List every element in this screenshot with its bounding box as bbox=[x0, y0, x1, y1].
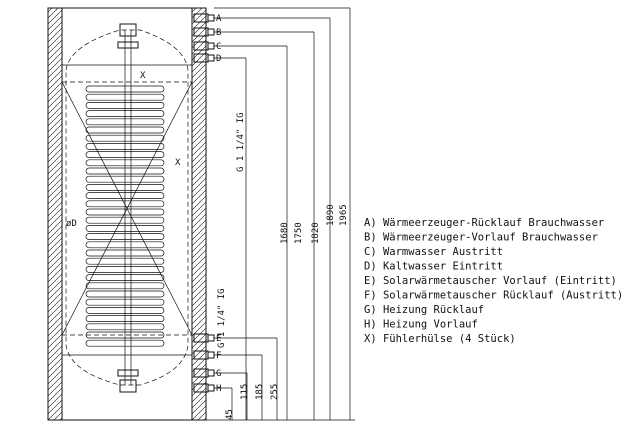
dimension-value: 1965 bbox=[339, 204, 349, 226]
legend-entry: H) Heizung Vorlauf bbox=[364, 319, 478, 331]
port-nozzle bbox=[207, 54, 215, 62]
coil-turn bbox=[85, 118, 165, 126]
port-letter: B bbox=[216, 28, 221, 38]
coil-turn bbox=[85, 290, 165, 298]
port-nozzle bbox=[207, 334, 215, 342]
legend-entry: D) Kaltwasser Eintritt bbox=[364, 261, 503, 273]
sensor-marker-x-2: X bbox=[140, 71, 146, 81]
port-nozzle bbox=[207, 42, 215, 50]
dimension-value: 255 bbox=[270, 384, 280, 400]
port-letter: D bbox=[216, 54, 221, 64]
port-letter: A bbox=[216, 14, 222, 24]
coil-turn bbox=[85, 143, 165, 150]
insulation-walls bbox=[47, 7, 207, 421]
diameter-label: øD bbox=[66, 219, 77, 229]
tank-vessel bbox=[61, 29, 193, 386]
coil-turn bbox=[85, 315, 165, 322]
port-legend: A) Wärmeerzeuger-Rücklauf BrauchwasserB)… bbox=[364, 217, 623, 345]
coil-turn bbox=[85, 85, 165, 93]
coil-turn bbox=[85, 266, 165, 273]
coil-turn bbox=[85, 323, 165, 331]
coil-turn bbox=[85, 339, 165, 347]
coil-turn bbox=[85, 241, 165, 249]
dimension-value: 1680 bbox=[280, 222, 290, 244]
legend-entry: B) Wärmeerzeuger-Vorlauf Brauchwasser bbox=[364, 232, 598, 244]
dimension-leaders bbox=[206, 7, 355, 421]
left-insulation-wall bbox=[47, 7, 63, 421]
coil-turn bbox=[85, 126, 165, 134]
coil-turn bbox=[85, 331, 165, 339]
flanges bbox=[117, 23, 139, 393]
dimension-value: 115 bbox=[240, 384, 250, 400]
heat-exchanger-coil bbox=[85, 85, 165, 347]
thread-label-bottom: G 1 1/4" IG bbox=[217, 288, 227, 348]
port-nozzle bbox=[207, 28, 215, 36]
legend-entry: G) Heizung Rücklauf bbox=[364, 304, 484, 316]
coil-turn bbox=[85, 257, 165, 265]
legend-entry: A) Wärmeerzeuger-Rücklauf Brauchwasser bbox=[364, 217, 604, 229]
port-letter: C bbox=[216, 42, 221, 52]
coil-turn bbox=[85, 282, 165, 290]
port-connectors bbox=[193, 13, 215, 393]
coil-turn bbox=[85, 102, 165, 109]
coil-turn bbox=[85, 216, 165, 224]
coil-turn bbox=[85, 225, 165, 232]
dimension-value: 45 bbox=[225, 409, 235, 420]
coil-turn bbox=[85, 159, 165, 167]
thread-label-top: G 1 1/4" IG bbox=[236, 112, 246, 172]
port-letter: H bbox=[216, 384, 221, 394]
port-nozzle bbox=[207, 384, 215, 392]
coil-turn bbox=[85, 151, 165, 158]
legend-entry: C) Warmwasser Austritt bbox=[364, 246, 503, 258]
coil-turn bbox=[85, 184, 165, 191]
port-letter: E bbox=[216, 334, 221, 344]
coil-turn bbox=[85, 167, 165, 175]
sensor-marker-x: X bbox=[175, 158, 181, 168]
dimension-value: 1750 bbox=[294, 222, 304, 244]
legend-entry: F) Solarwärmetauscher Rücklauf (Austritt… bbox=[364, 290, 623, 302]
port-nozzle bbox=[207, 14, 215, 22]
coil-turn bbox=[85, 134, 165, 142]
coil-turn bbox=[85, 249, 165, 257]
port-letter: F bbox=[216, 351, 221, 361]
coil-turn bbox=[85, 93, 165, 101]
coil-turn bbox=[85, 307, 165, 314]
legend-entry: E) Solarwärmetauscher Vorlauf (Eintritt) bbox=[364, 275, 617, 287]
port-letter: G bbox=[216, 369, 221, 379]
coil-turn bbox=[85, 200, 165, 208]
coil-turn bbox=[85, 208, 165, 216]
dimension-value: 1820 bbox=[311, 222, 321, 244]
port-nozzle bbox=[207, 351, 215, 359]
legend-entry: X) Fühlerhülse (4 Stück) bbox=[364, 333, 516, 345]
coil-turn bbox=[85, 274, 165, 281]
coil-turn bbox=[85, 110, 165, 117]
coil-turn bbox=[85, 298, 165, 306]
coil-turn bbox=[85, 192, 165, 199]
coil-turn bbox=[85, 175, 165, 183]
port-nozzle bbox=[207, 369, 215, 377]
dimension-value: 185 bbox=[255, 384, 265, 400]
coil-turn bbox=[85, 233, 165, 240]
dimension-value: 1890 bbox=[326, 204, 336, 226]
